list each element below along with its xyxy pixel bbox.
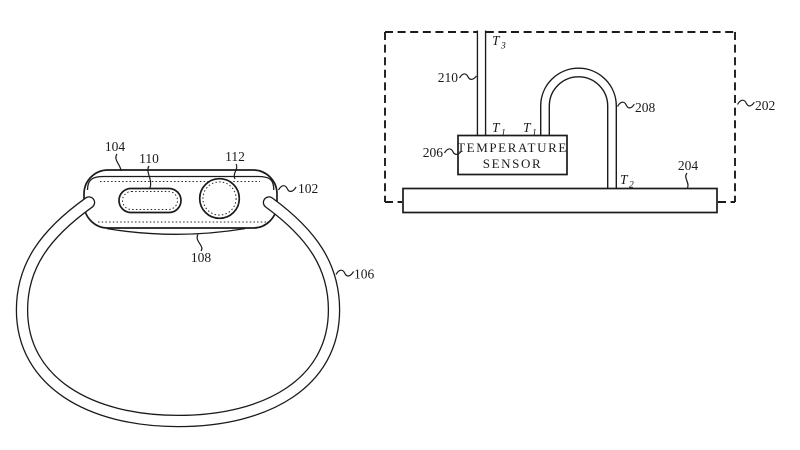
leader-108	[196, 234, 203, 252]
sensor-box-text-line1: TEMPERATURE	[457, 140, 568, 155]
label-206: 206	[423, 145, 444, 160]
enclosure-dashed-border	[384, 31, 736, 203]
band-inner-fill	[17, 197, 339, 426]
label-102: 102	[298, 181, 318, 196]
leader-202	[736, 99, 755, 107]
digital-crown-inner-dotted	[202, 181, 237, 216]
side-button-pill	[118, 187, 182, 214]
watch-band-loop	[15, 196, 341, 428]
leader-110	[147, 165, 152, 189]
label-104: 104	[105, 139, 126, 154]
case-top-inner-line	[86, 175, 275, 191]
label-210: 210	[438, 70, 459, 85]
leader-102	[277, 185, 297, 193]
tube-208-fill	[541, 68, 616, 190]
t3-subscript: 3	[500, 42, 506, 52]
leader-204	[685, 172, 689, 189]
temp-label-t3: T 3	[492, 33, 506, 52]
t1-right-subscript: 1	[532, 129, 537, 139]
t2-subscript: 2	[629, 181, 634, 191]
leader-210	[458, 73, 477, 80]
t3-base: T	[492, 33, 501, 48]
side-button-inner-dotted	[122, 191, 178, 210]
temperature-sensor-box	[457, 134, 568, 176]
leader-206	[443, 148, 462, 155]
temp-label-t1-right: T 1	[523, 120, 537, 139]
base-plate-204	[402, 187, 718, 214]
label-106: 106	[354, 267, 375, 282]
t2-base: T	[620, 172, 629, 187]
temp-label-t1-left: T 1	[492, 120, 506, 139]
t1-left-subscript: 1	[501, 129, 506, 139]
t1-left-base: T	[492, 120, 501, 135]
digital-crown	[198, 177, 241, 220]
leader-106	[335, 269, 355, 277]
label-204: 204	[678, 158, 699, 173]
leader-104	[115, 153, 122, 172]
back-crystal-arc	[106, 227, 246, 235]
label-112: 112	[225, 149, 245, 164]
leader-208	[616, 101, 635, 109]
sensor-box-text-line2: SENSOR	[483, 156, 542, 171]
watch-figure: 104 110 112 102 108 106	[15, 139, 375, 428]
label-202: 202	[755, 98, 775, 113]
label-110: 110	[139, 151, 159, 166]
u-tube-208	[540, 67, 617, 190]
t1-right-base: T	[523, 120, 532, 135]
sensor-schematic-figure: TEMPERATURE SENSOR T 3 T 1 T 1 T 2	[384, 30, 775, 214]
label-108: 108	[191, 250, 212, 265]
label-208: 208	[635, 100, 656, 115]
leader-112	[233, 163, 238, 180]
temp-label-t2: T 2	[620, 172, 634, 191]
